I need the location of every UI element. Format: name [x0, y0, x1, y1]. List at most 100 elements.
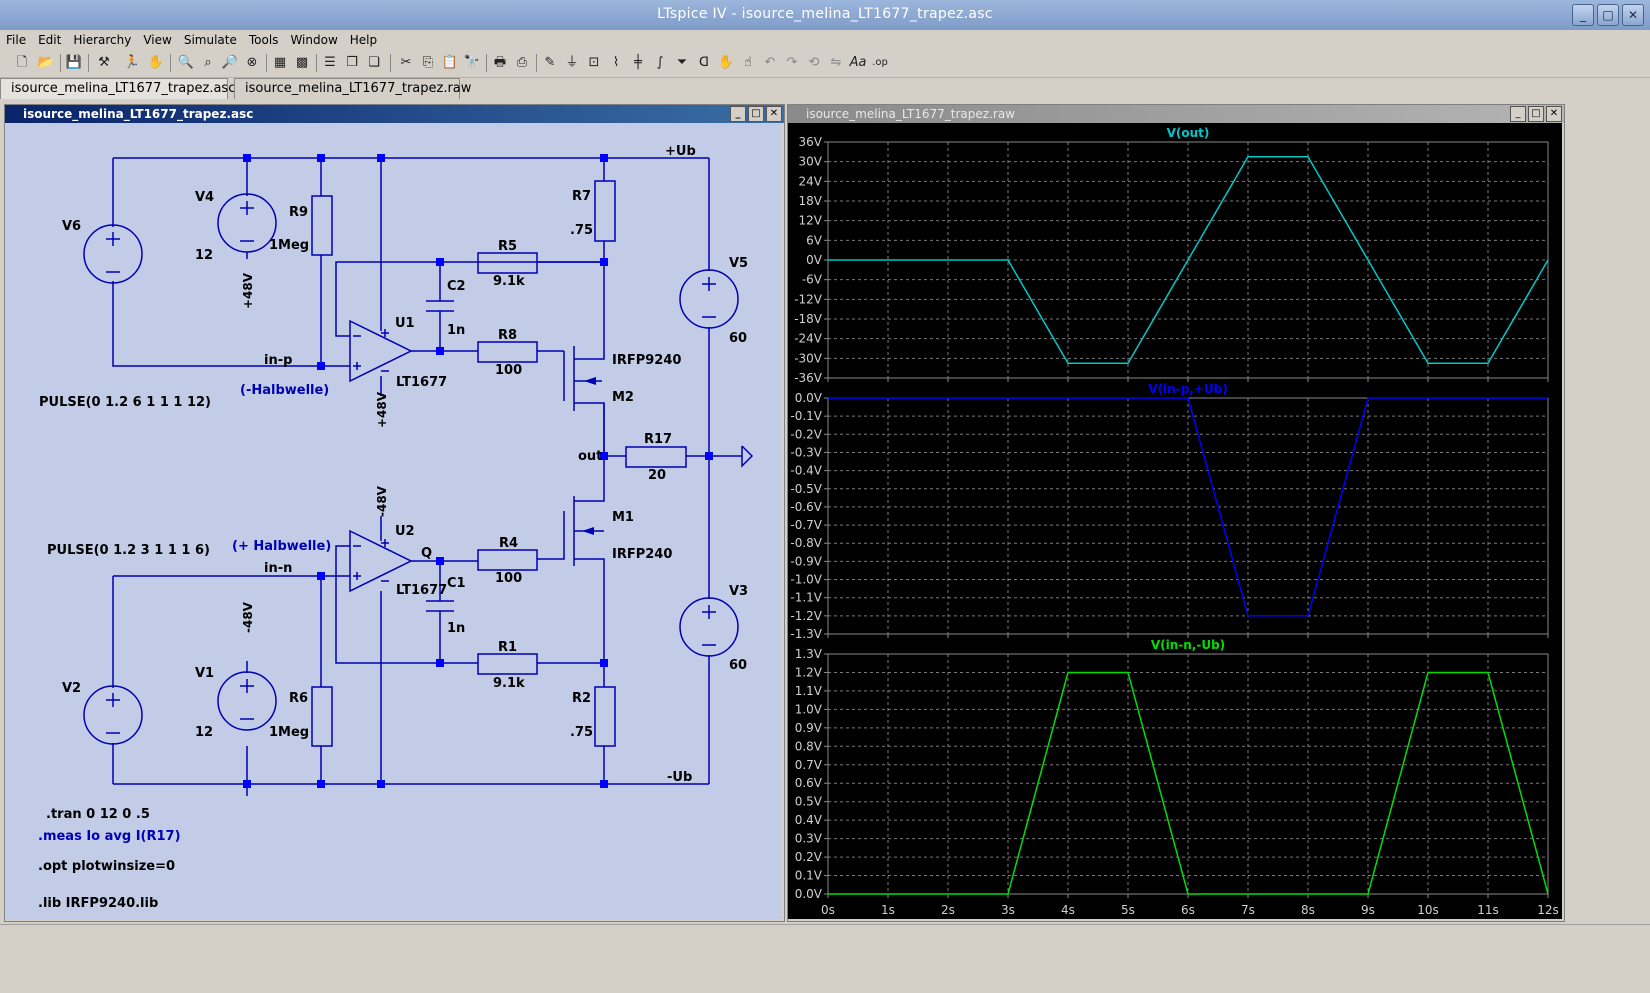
- resistor-icon[interactable]: ⌇: [612, 55, 620, 70]
- label-irfp240: IRFP240: [612, 547, 672, 562]
- menu-edit[interactable]: Edit: [38, 33, 62, 47]
- toolbar-separator: [266, 54, 267, 72]
- source-v5[interactable]: [679, 269, 739, 329]
- directive-opt[interactable]: .opt plotwinsize=0: [38, 859, 175, 874]
- move-icon[interactable]: ✋: [717, 55, 735, 70]
- autorange-icon[interactable]: ▦: [273, 55, 287, 70]
- source-v2[interactable]: [83, 685, 143, 745]
- label-m48v-v1: -48V: [241, 601, 255, 633]
- control-panel-icon[interactable]: ⚒: [98, 55, 110, 70]
- waveform-canvas[interactable]: 36V30V24V18V12V6V0V-6V-12V-18V-24V-30V-3…: [788, 123, 1562, 919]
- menu-help[interactable]: Help: [349, 33, 378, 47]
- directive-tran[interactable]: .tran 0 12 0 .5: [46, 807, 150, 822]
- close-button[interactable]: ✕: [1546, 106, 1562, 122]
- menu-file[interactable]: File: [6, 33, 27, 47]
- title-bar: LTspice IV - isource_melina_LT1677_trape…: [0, 0, 1650, 30]
- minimize-button[interactable]: _: [1510, 106, 1526, 122]
- minimize-button[interactable]: _: [730, 106, 746, 122]
- undo-icon[interactable]: ↶: [764, 55, 776, 70]
- halt-icon[interactable]: ✋: [147, 55, 165, 70]
- menu-tools[interactable]: Tools: [248, 33, 279, 47]
- inductor-icon[interactable]: ∫: [656, 55, 664, 70]
- zoom-fit-icon[interactable]: ⊗: [246, 55, 258, 70]
- find-icon[interactable]: 🔭: [463, 55, 481, 70]
- schematic-canvas[interactable]: V6 V4 12 R9 1Meg R7 .75 +Ub V5 60 R5 9.1…: [6, 123, 781, 919]
- opamp-u1[interactable]: [349, 319, 413, 383]
- capacitor-icon[interactable]: ╪: [634, 55, 642, 70]
- drag-icon[interactable]: ☝: [744, 55, 752, 70]
- cascade-icon[interactable]: ❐: [346, 55, 358, 70]
- directive-meas[interactable]: .meas Io avg I(R17): [38, 829, 181, 844]
- close-button[interactable]: ✕: [766, 106, 782, 122]
- y-tick-label: -0.3V: [790, 445, 822, 459]
- source-v4[interactable]: [217, 193, 277, 253]
- label-ub-pos: +Ub: [665, 144, 696, 159]
- tab-schematic[interactable]: isource_melina_LT1677_trapez.asc: [0, 78, 235, 99]
- source-v1[interactable]: [217, 671, 277, 731]
- spice-directive-icon[interactable]: .op: [872, 57, 888, 68]
- text-icon[interactable]: Aa: [849, 55, 867, 70]
- maximize-button[interactable]: □: [748, 106, 764, 122]
- paste-icon[interactable]: 📋: [441, 55, 459, 70]
- y-tick-label: 18V: [799, 194, 823, 208]
- source-v3[interactable]: [679, 597, 739, 657]
- maximize-button[interactable]: □: [1597, 4, 1619, 26]
- label-v5-value: 60: [729, 331, 747, 346]
- new-schematic-icon[interactable]: 🗋: [16, 55, 28, 70]
- copy-icon[interactable]: ⎘: [422, 55, 434, 70]
- resistor-r1[interactable]: [477, 653, 538, 675]
- menu-window[interactable]: Window: [290, 33, 338, 47]
- resistor-r9[interactable]: [311, 195, 333, 256]
- component-labels: V6 V4 12 R9 1Meg R7 .75 +Ub V5 60 R5 9.1…: [38, 144, 748, 911]
- menu-hierarchy[interactable]: Hierarchy: [73, 33, 132, 47]
- resistor-r5[interactable]: [477, 252, 538, 274]
- resistor-r17[interactable]: [625, 446, 687, 468]
- draw-wire-icon[interactable]: ✎: [544, 55, 556, 70]
- resistor-r8[interactable]: [477, 341, 538, 363]
- cut-icon[interactable]: ✂: [400, 55, 412, 70]
- trace-line: [828, 397, 1548, 617]
- y-tick-label: -0.8V: [790, 536, 822, 550]
- tile-vertical-icon[interactable]: ❏: [368, 55, 380, 70]
- diode-icon[interactable]: ⏷: [676, 55, 688, 70]
- close-button[interactable]: ✕: [1622, 4, 1644, 26]
- source-v6[interactable]: [83, 224, 143, 284]
- mirror-icon[interactable]: ⇋: [830, 55, 842, 70]
- label-net-icon[interactable]: ⊡: [588, 55, 600, 70]
- x-tick-label: 5s: [1121, 903, 1135, 917]
- resistor-r6[interactable]: [311, 686, 333, 747]
- label-r9-value: 1Meg: [269, 238, 309, 253]
- label-m1: M1: [612, 510, 634, 525]
- grid-icon[interactable]: ▩: [295, 55, 309, 70]
- print-setup-icon[interactable]: 🖶: [493, 55, 507, 70]
- x-tick-label: 6s: [1181, 903, 1195, 917]
- y-tick-label: 0.6V: [795, 776, 823, 790]
- minimize-button[interactable]: _: [1572, 4, 1594, 26]
- rotate-icon[interactable]: ⟲: [808, 55, 820, 70]
- directive-lib[interactable]: .lib IRFP9240.lib: [38, 896, 158, 911]
- pan-icon[interactable]: ⌕: [204, 55, 212, 70]
- tab-waveform[interactable]: isource_melina_LT1677_trapez.raw: [234, 78, 471, 99]
- ground-icon[interactable]: ⏚: [565, 55, 579, 70]
- zoom-in-icon[interactable]: 🔍: [177, 55, 195, 70]
- toolbar-separator: [60, 54, 61, 72]
- print-icon[interactable]: ⎙: [516, 55, 528, 70]
- menu-view[interactable]: View: [143, 33, 172, 47]
- open-icon[interactable]: 📂: [37, 55, 55, 70]
- label-v6: V6: [62, 219, 81, 234]
- save-icon[interactable]: 💾: [65, 55, 83, 70]
- resistor-r2[interactable]: [594, 686, 616, 747]
- maximize-button[interactable]: □: [1528, 106, 1544, 122]
- tile-horizontal-icon[interactable]: ☰: [324, 55, 336, 70]
- schematic-window: isource_melina_LT1677_trapez.asc _ □ ✕: [4, 104, 785, 922]
- component-icon[interactable]: ᗡ: [699, 55, 709, 70]
- resistor-r4[interactable]: [477, 549, 538, 571]
- redo-icon[interactable]: ↷: [786, 55, 798, 70]
- y-tick-label: 12V: [799, 214, 823, 228]
- run-icon[interactable]: 🏃: [123, 55, 141, 70]
- menu-simulate[interactable]: Simulate: [183, 33, 237, 47]
- y-tick-label: -1.2V: [790, 609, 822, 623]
- resistor-r7[interactable]: [594, 180, 616, 242]
- opamp-u2[interactable]: [349, 529, 413, 593]
- zoom-out-icon[interactable]: 🔎: [221, 55, 239, 70]
